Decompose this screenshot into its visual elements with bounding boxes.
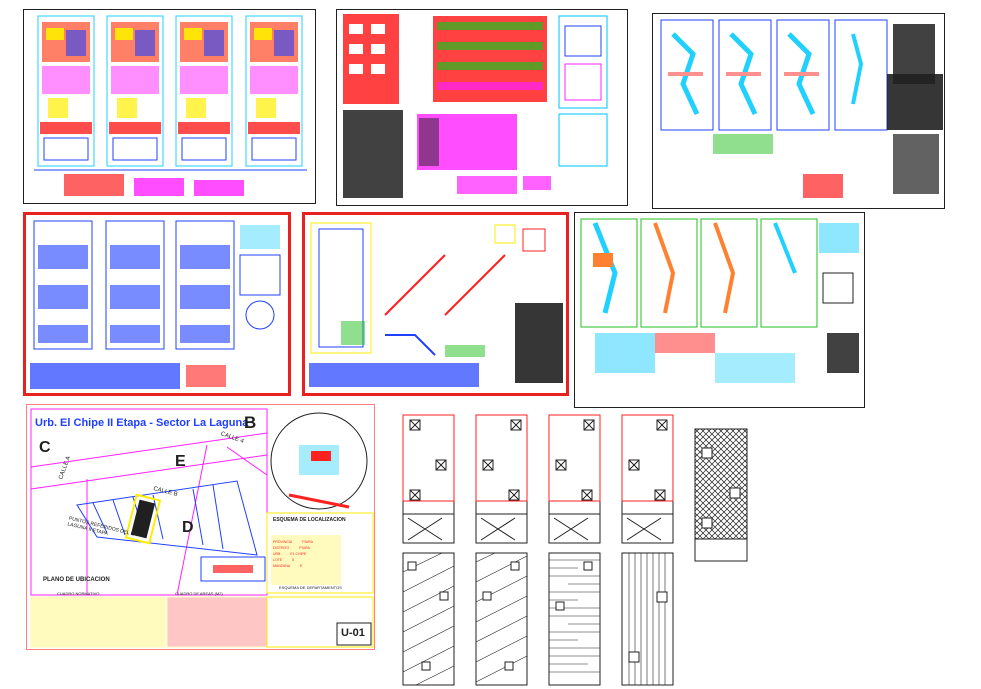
sheet-sanitary[interactable]	[574, 212, 865, 408]
installations-drawing	[660, 19, 943, 198]
lot-plan-4-drawing	[621, 414, 674, 544]
data-row-value: EL CHIPE	[290, 552, 307, 556]
data-row: DISTRITO PIURA	[273, 545, 313, 551]
roof-plan-1-drawing	[402, 552, 455, 686]
lot-plan-1-drawing	[402, 414, 455, 544]
lot-plan-1[interactable]	[402, 414, 455, 544]
side-plan	[558, 15, 608, 167]
floor-plan-3	[175, 15, 233, 167]
location-plan-header: Urb. El Chipe II Etapa - Sector La Lagun…	[35, 417, 249, 429]
lot-plan-2[interactable]	[475, 414, 528, 544]
lot-label-b: B	[244, 413, 257, 432]
data-row-value: PIURA	[299, 546, 310, 550]
esquema-departamentos: ESQUEMA DE DEPARTAMENTOS	[279, 585, 342, 590]
details-title-strip	[309, 363, 479, 387]
architecture-plans-drawing	[34, 15, 307, 196]
sheet-code: U-01	[341, 627, 365, 639]
roof-plan-4-drawing	[621, 552, 674, 686]
installation-plan-1	[660, 19, 714, 131]
lot-plan-3[interactable]	[548, 414, 601, 544]
roof-plan-2[interactable]	[475, 552, 528, 686]
lot-plan-2-drawing	[475, 414, 528, 544]
sanitary-plan-4	[760, 218, 818, 328]
stair-details	[384, 254, 506, 356]
lot-label-d: D	[182, 519, 194, 536]
tile-pattern-drawing	[694, 428, 748, 562]
site-map-frame	[30, 408, 268, 596]
data-row: URB EL CHIPE	[273, 551, 313, 557]
front-elevation	[343, 14, 399, 104]
data-row-key: URB	[273, 552, 281, 556]
roof-plan-2-drawing	[475, 552, 528, 686]
data-row: LOTE 5	[273, 557, 313, 563]
structural-notes	[239, 225, 281, 330]
sheet-elevations[interactable]	[336, 9, 628, 206]
lot-plan-3-drawing	[548, 414, 601, 544]
foundation-plan-1	[33, 220, 93, 350]
structural-details-drawing	[309, 222, 563, 387]
data-rows: PROVINCIA PIURA DISTRITO PIURA URB EL CH…	[273, 539, 313, 569]
floor-plan-1	[37, 15, 95, 167]
sanitary-plan-3	[700, 218, 758, 328]
data-row: PROVINCIA PIURA	[273, 539, 313, 545]
data-block	[266, 512, 374, 594]
foundation-plan-2	[105, 220, 165, 350]
floor-plan-2	[106, 15, 164, 167]
structural-title-strip	[30, 363, 226, 389]
sanitary-plan-1	[580, 218, 638, 328]
sanitary-details	[595, 223, 859, 383]
esquema-localizacion: ESQUEMA DE LOCALIZACION	[273, 517, 346, 523]
elevations-drawing	[343, 14, 608, 198]
installation-plan-3	[776, 19, 830, 131]
cuadro-normativo-label: CUADRO NORMATIVO	[57, 591, 100, 596]
data-row: MANZANA E	[273, 563, 313, 569]
cuadro-areas-label: CUADRO DE AREAS (M2)	[175, 591, 223, 596]
lot-strip	[76, 480, 258, 556]
tile-pattern-plan[interactable]	[694, 428, 748, 562]
urban-blocks	[30, 432, 268, 596]
departments-scheme	[200, 556, 266, 582]
data-row-value: 5	[292, 558, 295, 562]
roof-plan-3-drawing	[548, 552, 601, 686]
lot-label-e: E	[175, 453, 186, 470]
data-row-key: LOTE	[273, 558, 283, 562]
data-row-key: MANZANA	[273, 564, 291, 568]
data-row-key: DISTRITO	[273, 546, 290, 550]
sanitary-plan-2	[640, 218, 698, 328]
structures-drawing	[30, 220, 281, 389]
bottom-tables	[30, 596, 374, 648]
sanitary-drawing	[580, 218, 859, 383]
legend-tables	[713, 24, 943, 198]
side-elevation	[433, 16, 547, 102]
section-and-details	[343, 110, 551, 198]
locator-circle	[270, 412, 368, 510]
sheet-architecture-plans[interactable]	[23, 9, 316, 204]
installation-plan-2	[718, 19, 772, 131]
sheet-location-plan[interactable]: Urb. El Chipe II Etapa - Sector La Lagun…	[26, 404, 375, 650]
beam-sections	[445, 224, 546, 357]
sheet-installations[interactable]	[652, 13, 945, 209]
roof-plan-1[interactable]	[402, 552, 455, 686]
lot-plan-4[interactable]	[621, 414, 674, 544]
roof-plan-3[interactable]	[548, 552, 601, 686]
title-block-strip	[34, 169, 307, 196]
data-row-key: PROVINCIA	[273, 540, 293, 544]
floor-plan-4	[245, 15, 303, 167]
sheet-structural-details[interactable]	[302, 212, 569, 396]
roof-plan-4[interactable]	[621, 552, 674, 686]
sheet-structures[interactable]	[23, 212, 291, 396]
specifications-table	[515, 303, 563, 383]
lot-label-c: C	[39, 439, 51, 456]
location-plan-drawing	[30, 408, 374, 648]
plano-title: PLANO DE UBICACION	[43, 577, 110, 583]
data-row-value: E	[300, 564, 303, 568]
installation-plan-4	[834, 19, 888, 131]
data-row-value: PIURA	[302, 540, 313, 544]
column-elevation	[310, 222, 372, 354]
foundation-plan-3	[175, 220, 235, 350]
